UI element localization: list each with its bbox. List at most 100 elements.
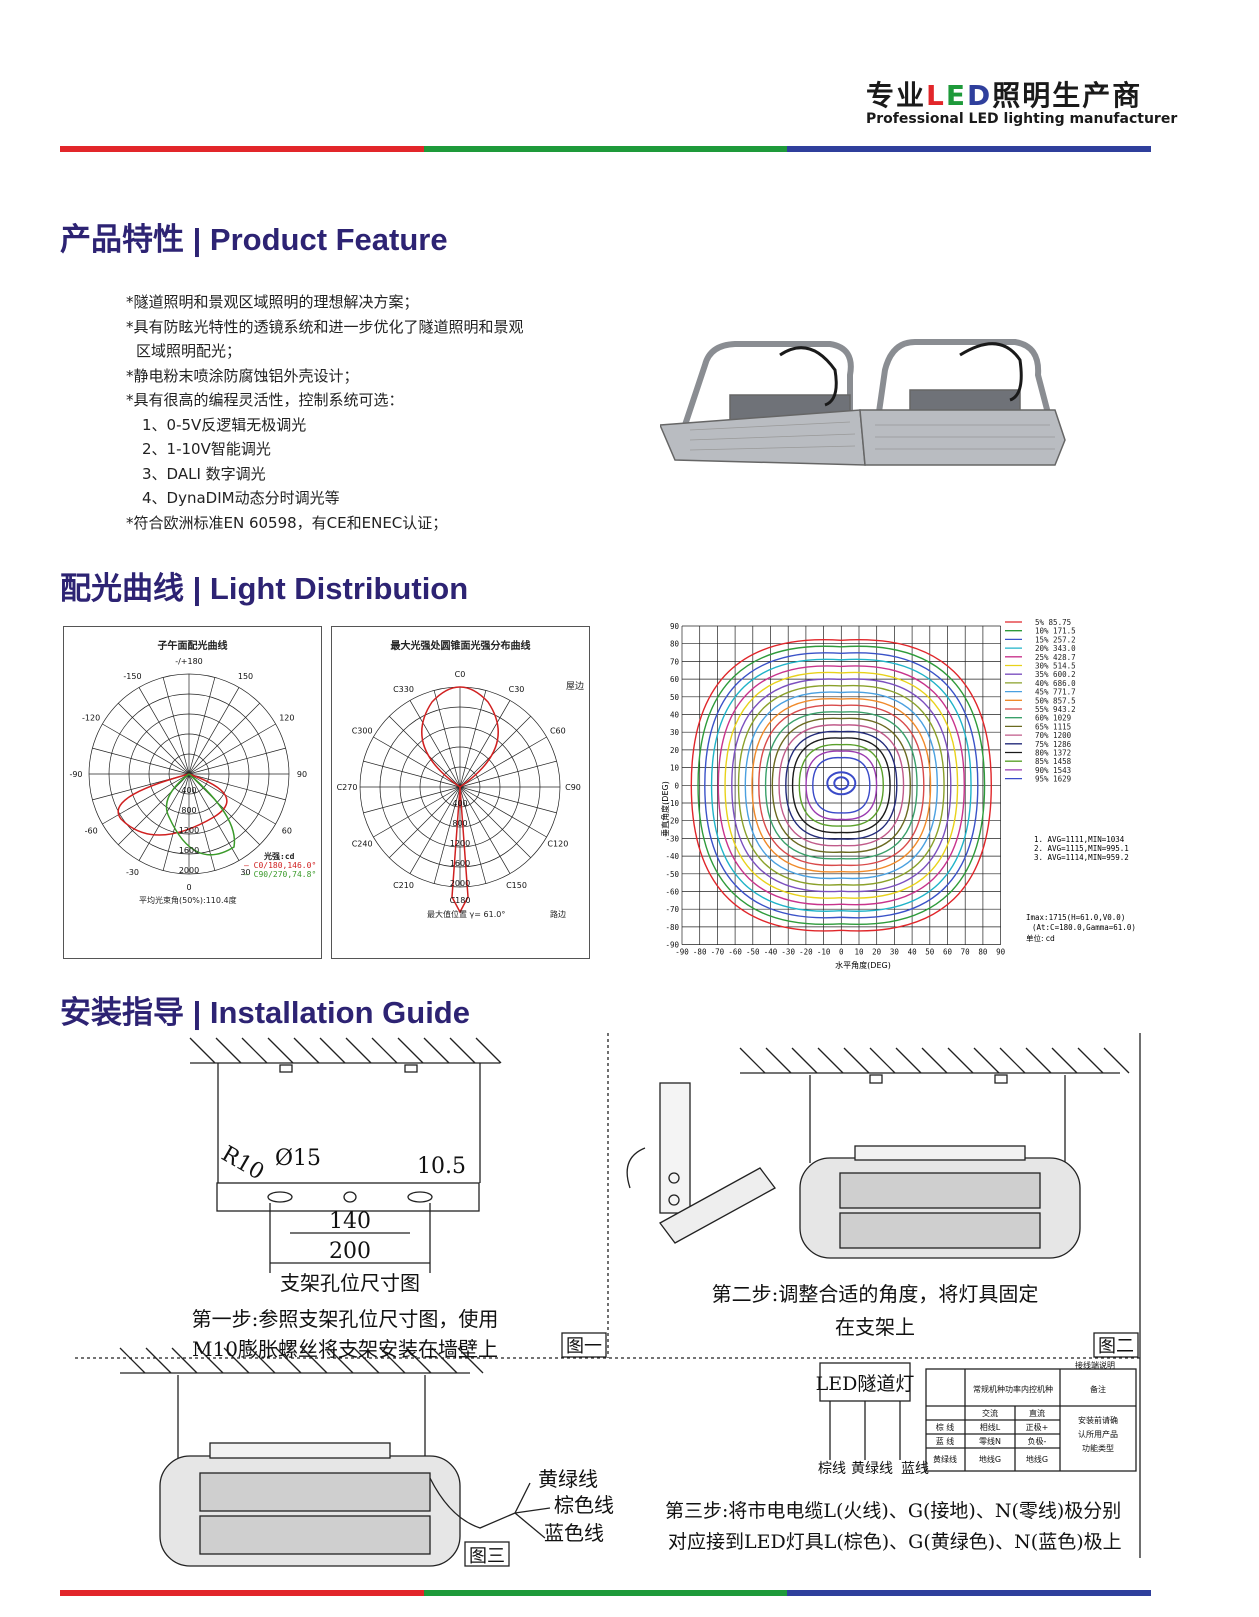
iso-x-tick: 20 [872,948,882,957]
iso-x-tick: -50 [746,948,760,957]
polar-angle-label: -120 [82,714,100,723]
polar1-unit: 光强:cd [264,852,295,861]
iso-x-tick: -60 [728,948,742,957]
polar-spoke [373,736,461,788]
polar-radial-label: 1600 [450,859,470,868]
polar2-title: 最大光强处圆锥面光强分布曲线 [390,641,531,652]
dim-d15: Ø15 [275,1146,321,1171]
iso-y-tick: -90 [665,941,679,950]
product-image [660,339,1066,466]
iso-imax-2: (At:C=180.0,Gamma=61.0) [1032,923,1136,932]
polar-spoke [409,786,461,874]
dim-10-5: 10.5 [417,1154,466,1179]
ceiling-hatch [739,1047,766,1074]
ceiling-hatch [327,1347,354,1374]
ceiling-hatch [215,1037,242,1064]
polar-spoke [409,700,461,788]
table-dc: 直流 [1029,1408,1045,1418]
table-header-type: 常规机种功率内控机种 [973,1384,1053,1394]
polar-spoke [459,736,547,788]
iso-y-tick: -20 [665,817,679,826]
led-box-label: LED隧道灯 [816,1373,915,1395]
ceiling-hatch [1025,1047,1052,1074]
polar-angle-label: -30 [126,868,139,877]
fig1-label: 图一 [566,1336,602,1357]
polar-radial-label: 1600 [179,846,199,855]
ceiling-hatch [197,1347,224,1374]
polar1-legend-c90: — C90/270,74.8° [244,870,317,879]
ceiling-hatch [457,1347,484,1374]
wire-blue: 蓝色线 [544,1521,604,1545]
polar-radial-label: 1200 [179,826,199,835]
iso-y-label: 垂直角度(DEG) [660,781,670,837]
table-r2c2: 零线N [979,1436,1001,1446]
polar-angle-label: 90 [297,770,307,779]
iso-contour [697,645,986,926]
label-blue: 蓝线 [901,1461,929,1477]
dim-200: 200 [329,1239,371,1264]
feature-item: 4、DynaDIM动态分时调光等 [142,489,340,507]
iso-legend-label: 70% 1200 [1035,731,1072,740]
polar-angle-label: C210 [393,881,414,890]
dim-140: 140 [329,1209,371,1234]
iso-legend-label: 40% 686.0 [1035,679,1076,688]
polar-spoke [162,773,190,871]
polar-spoke [188,703,260,775]
polar-spoke [433,690,461,788]
ceiling-hatch [1077,1047,1104,1074]
step2-line2: 在支架上 [835,1315,915,1339]
ceiling-hatch [119,1347,146,1374]
iso-y-tick: 30 [670,728,680,737]
table-r3c3: 地线G [1026,1454,1048,1464]
polar-spoke [138,773,190,861]
feature-item: *具有防眩光特性的透镜系统和进一步优化了隧道照明和景观 [126,317,524,336]
polar-spoke [459,700,511,788]
ceiling-hatch [189,1037,216,1064]
polar-spoke [188,687,240,775]
iso-contour [778,724,905,847]
ceiling-hatch [765,1047,792,1074]
iso-center-ring [833,776,850,791]
iso-contour [704,652,979,919]
ceiling-hatch [171,1347,198,1374]
polar2-curve-lower [451,786,469,914]
polar-angle-label: 30 [240,868,250,877]
polar-spoke [138,687,190,775]
feature-item: *符合欧洲标准EN 60598，有CE和ENEC认证； [126,513,448,532]
iso-legend-label: 90% 1543 [1035,766,1071,775]
polar-spoke [118,703,190,775]
label-brown: 棕线 [818,1461,846,1477]
footer-color-bar [60,1590,1152,1596]
iso-legend-label: 30% 514.5 [1035,662,1076,671]
iso-x-tick: -10 [817,948,831,957]
ceiling-hatch [431,1347,458,1374]
feature-item: *静电粉末喷涂防腐蚀铝外壳设计； [126,366,359,385]
table-r3c1: 黄绿线 [933,1454,957,1464]
iso-x-tick: -80 [693,948,707,957]
iso-x-tick: -30 [781,948,795,957]
polar-spoke [363,760,461,788]
iso-x-tick: 10 [854,948,864,957]
polar-spoke [433,786,461,884]
ceiling-hatch [275,1347,302,1374]
iso-legend-label: 80% 1372 [1035,749,1071,758]
polar-spoke [459,786,547,838]
iso-x-tick: -40 [764,948,778,957]
feature-item: 区域照明配光； [136,342,242,360]
polar-angle-label: 60 [282,827,292,836]
ceiling-hatch [791,1047,818,1074]
brand-title-en: Professional LED lighting manufacturer [866,111,1178,127]
iso-legend-label: 50% 857.5 [1035,696,1076,705]
fig2-label: 图二 [1098,1336,1134,1357]
iso-x-tick: -70 [711,948,725,957]
polar-angle-label: 0 [186,883,191,892]
table-r1c3: 正极+ [1026,1422,1049,1432]
ceiling-hatch [241,1037,268,1064]
polar-spoke [162,677,190,775]
polar1-curve-c0 [117,773,228,836]
ceiling-hatch [817,1047,844,1074]
iso-avg-1: 1. AVG=1111,MIN=1034 [1034,835,1125,844]
polar-spoke [373,786,461,838]
polar1-curve-c90 [165,773,236,856]
